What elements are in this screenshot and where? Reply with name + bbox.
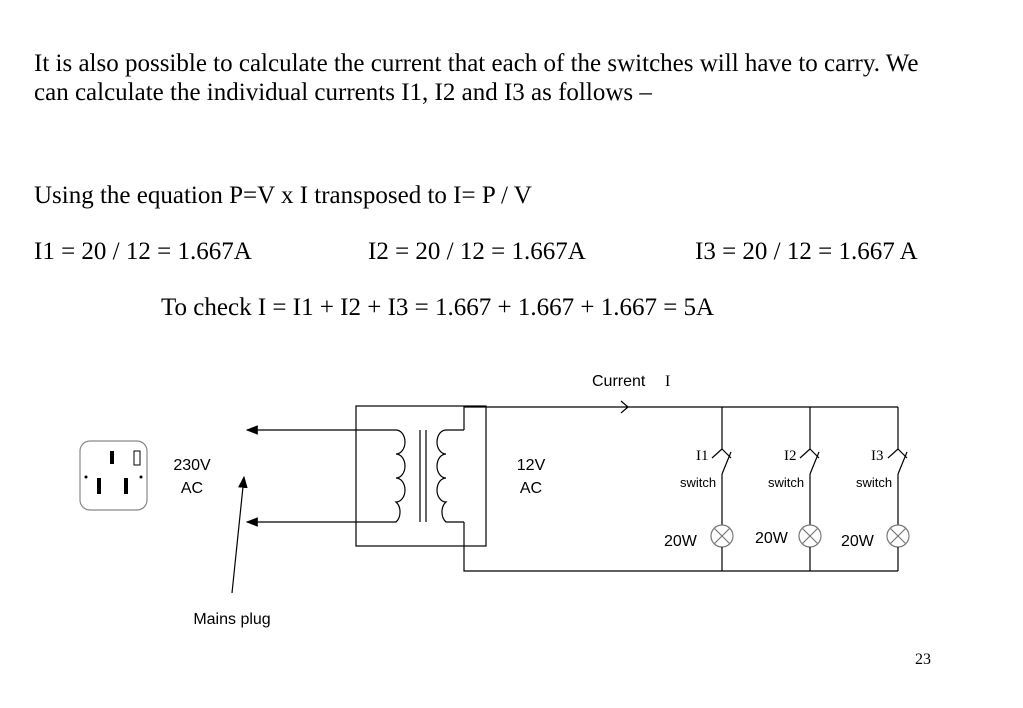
intro-paragraph: It is also possible to calculate the cur…: [34, 50, 919, 106]
mains-voltage-label: 230V: [173, 457, 211, 474]
mains-socket: [79, 440, 148, 511]
branch-2-lamp-power: 20W: [755, 530, 789, 547]
equation-i2: I2 = 20 / 12 = 1.667A: [368, 238, 586, 265]
mains-type-label: AC: [181, 480, 203, 497]
branch-1-switch-label: switch: [680, 475, 716, 490]
switch-2-icon: [799, 448, 811, 459]
branch-3: [886, 407, 910, 571]
branch-1-current: I1: [696, 448, 709, 464]
current-label: Current: [592, 373, 646, 390]
branch-3-lamp-power: 20W: [841, 533, 875, 550]
current-arrow-icon: [620, 400, 629, 414]
mains-plug-label: Mains plug: [193, 611, 270, 628]
branch-3-current: I3: [871, 448, 884, 464]
secondary-circuit: [463, 406, 898, 572]
current-symbol: I: [665, 373, 670, 390]
branch-2-current: I2: [784, 448, 797, 464]
branch-2: [798, 407, 822, 571]
equation-i1: I1 = 20 / 12 = 1.667A: [34, 238, 252, 265]
switch-1-icon: [711, 448, 723, 459]
mains-plug-pointer: [231, 475, 248, 594]
secondary-type-label: AC: [520, 480, 542, 497]
branch-2-switch-label: switch: [768, 475, 804, 490]
branch-1-lamp-power: 20W: [664, 533, 698, 550]
page-number: 23: [915, 651, 931, 668]
equation-paragraph: Using the equation P=V x I transposed to…: [34, 182, 532, 209]
transformer: [355, 405, 487, 547]
equation-i3: I3 = 20 / 12 = 1.667 A: [695, 238, 918, 265]
branch-3-switch-label: switch: [856, 475, 892, 490]
branch-1: [710, 407, 734, 571]
secondary-voltage-label: 12V: [517, 457, 546, 474]
switch-3-icon: [887, 448, 899, 459]
check-equation: To check I = I1 + I2 + I3 = 1.667 + 1.66…: [161, 294, 715, 321]
